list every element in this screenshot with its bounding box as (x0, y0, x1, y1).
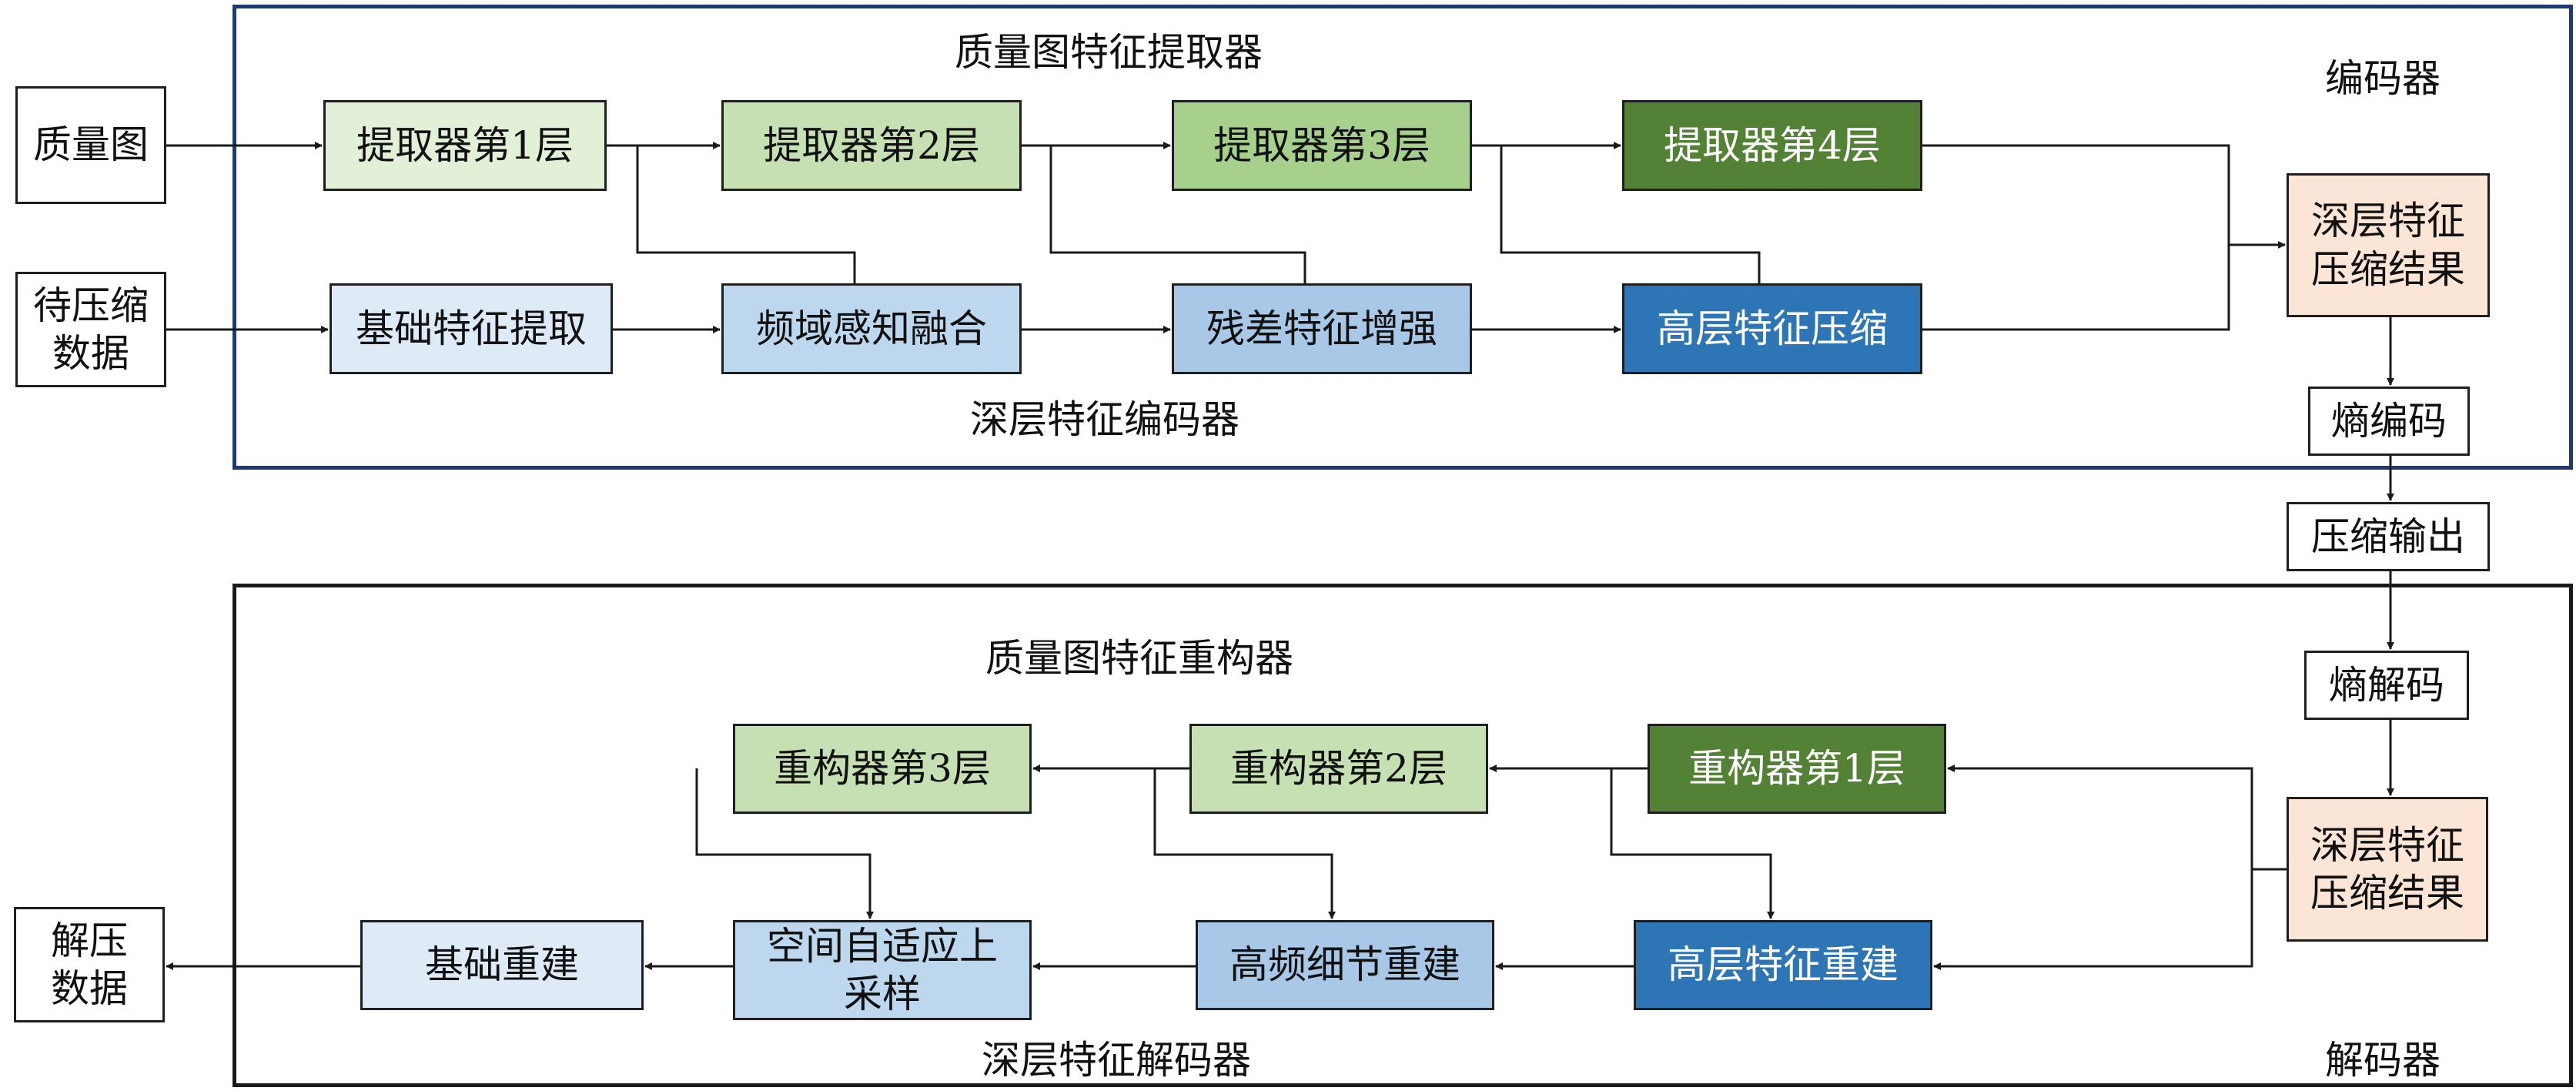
extractor-layer-4: 提取器第4层 (1622, 100, 1922, 191)
arrow-result-to-high-level-recon (1933, 869, 2253, 970)
encoder-frame (233, 5, 2573, 470)
tap-recon2-to-high-frequency (1153, 768, 1336, 919)
decoder-compressed-result: 深层特征 压缩结果 (2287, 797, 2488, 942)
tap-recon3-to-upsampling (695, 768, 874, 919)
frequency-aware-fusion: 频域感知融合 (721, 283, 1022, 374)
compressed-output: 压缩输出 (2287, 502, 2490, 571)
spatial-adaptive-upsampling: 空间自适应上 采样 (733, 920, 1032, 1020)
extractor-layer-3: 提取器第3层 (1172, 100, 1472, 191)
reconstructor-title: 质量图特征重构器 (985, 636, 1293, 681)
deep-encoder-title: 深层特征编码器 (970, 397, 1239, 442)
reconstructor-layer-2: 重构器第2层 (1189, 724, 1488, 814)
high-level-feature-compression: 高层特征压缩 (1622, 283, 1922, 374)
encoder-title: 编码器 (2325, 56, 2441, 101)
input-data: 待压缩 数据 (15, 272, 166, 387)
reconstructor-layer-1: 重构器第1层 (1648, 724, 1946, 814)
high-frequency-detail-reconstruction: 高频细节重建 (1196, 920, 1494, 1010)
basic-feature-extraction: 基础特征提取 (330, 283, 613, 374)
entropy-decode: 熵解码 (2304, 651, 2469, 720)
deep-decoder-title: 深层特征解码器 (982, 1038, 1251, 1083)
reconstructor-layer-3: 重构器第3层 (733, 724, 1032, 814)
extractor-title: 质量图特征提取器 (955, 30, 1263, 75)
tap-layer2-to-residual (1049, 146, 1306, 283)
decoder-title: 解码器 (2325, 1038, 2441, 1083)
quality-map-input: 质量图 (15, 86, 166, 204)
high-level-feature-reconstruction: 高层特征重建 (1634, 920, 1932, 1010)
tap-recon1-to-high-level (1610, 768, 1775, 919)
decompressed-data-output: 解压 数据 (14, 907, 165, 1022)
arrow-result-to-reconstructor1 (1947, 765, 2287, 871)
tap-layer3-to-compression (1500, 146, 1761, 283)
entropy-encode: 熵编码 (2308, 387, 2470, 456)
decoder-frame (233, 584, 2573, 1087)
encoder-compressed-result: 深层特征 压缩结果 (2287, 173, 2490, 317)
extractor-layer-1: 提取器第1层 (323, 100, 607, 191)
basic-reconstruction: 基础重建 (360, 920, 644, 1010)
line-layer4-to-merge (1922, 144, 2230, 331)
tap-layer1-to-fusion (636, 146, 856, 283)
extractor-layer-2: 提取器第2层 (721, 100, 1022, 191)
residual-feature-enhancement: 残差特征增强 (1172, 283, 1472, 374)
